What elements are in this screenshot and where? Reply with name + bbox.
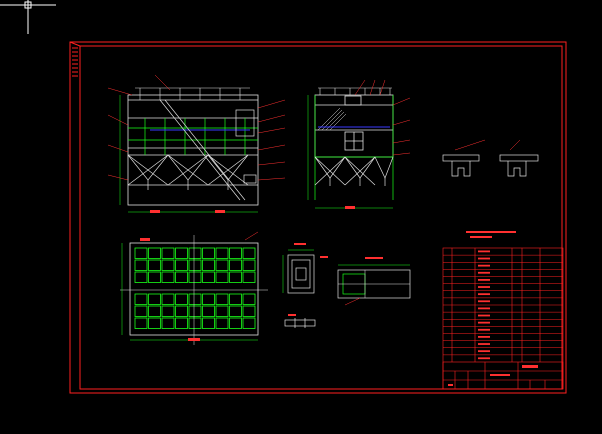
front-elevation-view[interactable] [107, 74, 286, 213]
bag-cell [134, 293, 148, 305]
parts-list-text-mark [478, 293, 490, 296]
bag-cell [188, 271, 202, 283]
bag-cell [229, 247, 242, 259]
bag-cell [161, 305, 175, 317]
bag-cell [134, 247, 148, 259]
sheet-border [69, 41, 567, 394]
bag-cell [134, 305, 148, 317]
bag-cell [161, 259, 175, 271]
bag-cell [242, 305, 256, 317]
bag-cell [161, 271, 175, 283]
parts-list-text-mark [478, 328, 490, 331]
bag-cell [215, 247, 229, 259]
bag-cell [188, 305, 202, 317]
bag-cell [148, 317, 161, 329]
bag-cell [202, 293, 215, 305]
duct-detail-view[interactable] [337, 257, 411, 306]
parts-list-text-mark [478, 271, 490, 274]
bag-cell [175, 247, 188, 259]
parts-list-text-mark [478, 321, 490, 324]
parts-list-text-mark [478, 279, 490, 281]
bag-cell [175, 293, 188, 305]
bag-cell [202, 271, 215, 283]
bag-cell [175, 259, 188, 271]
bag-cell [148, 293, 161, 305]
bag-cell [202, 247, 215, 259]
bag-cell [148, 271, 161, 283]
bag-cell [242, 317, 256, 329]
bag-cell [161, 247, 175, 259]
parts-list-text-mark [478, 307, 490, 310]
bag-cell [229, 305, 242, 317]
title-block[interactable] [442, 247, 564, 390]
parts-list-text-mark [478, 257, 490, 260]
detail-profile-views[interactable] [442, 154, 539, 177]
bag-cell [134, 259, 148, 271]
binding-margin-marks [72, 47, 78, 77]
bag-cell [242, 271, 256, 283]
bag-cell [188, 259, 202, 271]
side-elevation-view[interactable] [307, 79, 411, 209]
bag-cell [202, 305, 215, 317]
bag-cell [188, 317, 202, 329]
parts-list-text-mark [478, 357, 490, 360]
bag-cell [229, 293, 242, 305]
bag-cell [215, 305, 229, 317]
bag-cell [175, 271, 188, 283]
section-detail-view[interactable] [284, 254, 316, 328]
bag-cell [188, 293, 202, 305]
parts-list-text-mark [478, 250, 490, 253]
bag-cell [148, 247, 161, 259]
parts-list-text-mark [478, 264, 490, 267]
bag-cell [175, 317, 188, 329]
bag-cell [148, 305, 161, 317]
bag-cell [188, 247, 202, 259]
parts-list-text-mark [478, 286, 490, 288]
bag-cell [134, 317, 148, 329]
bag-cell [229, 259, 242, 271]
bag-cell [215, 259, 229, 271]
bag-cell [202, 259, 215, 271]
bag-cell [175, 305, 188, 317]
bag-cell [215, 293, 229, 305]
parts-list-text-mark [478, 336, 490, 338]
parts-list-text-mark [478, 314, 490, 317]
technical-notes [466, 231, 516, 238]
parts-list-text-mark [478, 300, 490, 303]
title-block-text [448, 365, 538, 386]
parts-list-text-mark [478, 343, 490, 345]
bag-cell [215, 317, 229, 329]
bag-cell [229, 271, 242, 283]
bag-cell [202, 317, 215, 329]
bag-cell [229, 317, 242, 329]
bag-cell [134, 271, 148, 283]
bag-cell [161, 293, 175, 305]
bag-cell [242, 293, 256, 305]
bag-cell [161, 317, 175, 329]
bag-cell [148, 259, 161, 271]
bag-cell [215, 271, 229, 283]
plan-view[interactable] [120, 231, 268, 345]
bag-cell [242, 247, 256, 259]
bag-cell [242, 259, 256, 271]
crosshair-cursor-icon [0, 0, 56, 34]
parts-list-text-mark [478, 350, 490, 353]
